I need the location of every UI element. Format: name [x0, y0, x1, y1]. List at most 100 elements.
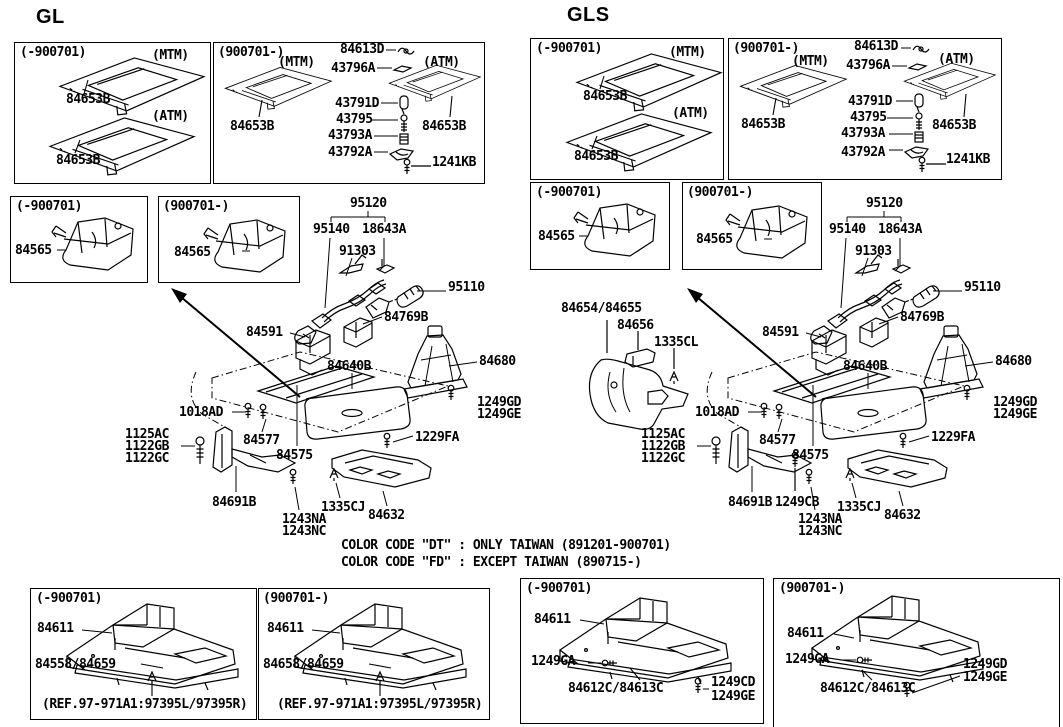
variant-label: (-900701)	[536, 41, 602, 56]
mtm-tag: (MTM)	[152, 48, 189, 63]
gls-section-title: GLS	[567, 4, 610, 26]
mtm-tag: (MTM)	[669, 45, 706, 60]
part-label: 84653B	[583, 89, 627, 104]
part-label: 1249GE	[477, 407, 521, 422]
gl-console-early-box	[30, 588, 257, 720]
part-label: 18643A	[878, 222, 922, 237]
gl-cover-late-box	[213, 42, 485, 184]
part-label: 43795	[336, 112, 373, 127]
part-label: 84591	[246, 325, 283, 340]
part-label: 1241KB	[946, 152, 990, 167]
part-label: 43795	[850, 110, 887, 125]
gl-tray-early-box	[10, 196, 148, 283]
part-label: 1249GA	[531, 654, 575, 669]
part-label: 1125AC	[641, 427, 685, 442]
part-label: 84653B	[66, 92, 110, 107]
part-label: 84611	[534, 612, 571, 627]
part-label: 84653B	[574, 149, 618, 164]
part-label: 84565	[696, 232, 733, 247]
part-label: 84611	[787, 626, 824, 641]
atm-tag: (ATM)	[152, 109, 189, 124]
part-label: 1249GE	[711, 689, 755, 704]
part-label: 1125AC	[125, 427, 169, 442]
part-label: 84575	[276, 448, 313, 463]
part-label: 1243NA	[798, 512, 842, 527]
part-label: 43791D	[848, 94, 892, 109]
part-label: 1018AD	[179, 405, 223, 420]
part-label: 1229FA	[931, 430, 975, 445]
part-label: 43793A	[841, 126, 885, 141]
part-label: 84632	[884, 508, 921, 523]
part-label: 84632	[368, 508, 405, 523]
part-label: 84769B	[900, 310, 944, 325]
gl-cover-early-box	[14, 42, 211, 184]
part-label: 84612C/84613C	[568, 681, 664, 696]
part-label: 1122GC	[641, 451, 685, 466]
part-label: 84565	[15, 243, 52, 258]
part-label: 43792A	[328, 145, 372, 160]
part-label: 84653B	[932, 118, 976, 133]
part-label: 84653B	[230, 119, 274, 134]
part-label: 1249CB	[775, 495, 819, 510]
part-label: 84613D	[340, 42, 384, 57]
part-label: 84691B	[728, 495, 772, 510]
part-label: 43796A	[846, 58, 890, 73]
variant-label: (900701-)	[687, 185, 753, 200]
part-label: 43793A	[328, 128, 372, 143]
part-label: 1122GB	[641, 439, 685, 454]
gls-tray-early-box	[530, 182, 670, 270]
part-label: 1249GE	[963, 670, 1007, 685]
part-label: 84575	[792, 448, 829, 463]
gl-tray-late-box	[158, 196, 300, 283]
ref-label: (REF.97-971A1:97395L/97395R)	[42, 697, 248, 712]
gl-section-title: GL	[36, 6, 65, 28]
part-label: 1335CJ	[837, 500, 881, 515]
part-label: 84769B	[384, 310, 428, 325]
variant-label: (-900701)	[36, 591, 102, 606]
part-label: 84680	[995, 354, 1032, 369]
part-label: 18643A	[362, 222, 406, 237]
part-label: 84658/84659	[263, 657, 344, 672]
variant-label: (-900701)	[16, 199, 82, 214]
part-label: 1018AD	[695, 405, 739, 420]
part-label: 84656	[617, 318, 654, 333]
part-label: 1243NC	[282, 524, 326, 539]
part-label: 91303	[339, 244, 376, 259]
gls-cover-late-box	[728, 38, 1002, 180]
part-label: 84654/84655	[561, 301, 642, 316]
variant-label: (900701-)	[163, 199, 229, 214]
part-label: 1249GD	[477, 395, 521, 410]
variant-label: (900701-)	[218, 45, 284, 60]
mtm-tag: (MTM)	[792, 54, 829, 69]
gls-cover-early-box	[530, 38, 724, 180]
part-label: 84591	[762, 325, 799, 340]
part-label: 95110	[448, 280, 485, 295]
part-label: 43791D	[335, 96, 379, 111]
variant-label: (-900701)	[20, 45, 86, 60]
variant-label: (900701-)	[733, 41, 799, 56]
part-label: 91303	[855, 244, 892, 259]
part-label: 84653B	[422, 119, 466, 134]
part-label: 84653B	[741, 117, 785, 132]
part-label: 1122GB	[125, 439, 169, 454]
part-label: 1249GA	[785, 652, 829, 667]
part-label: 1249CD	[711, 675, 755, 690]
gls-console-late-box	[773, 578, 1060, 727]
part-label: 1229FA	[415, 430, 459, 445]
variant-label: (-900701)	[526, 581, 592, 596]
part-label: 43796A	[331, 61, 375, 76]
part-label: 1243NA	[282, 512, 326, 527]
part-label: 84680	[479, 354, 516, 369]
part-label: 95110	[964, 280, 1001, 295]
part-label: 84613D	[854, 39, 898, 54]
color-code-note-2: COLOR CODE "FD" : EXCEPT TAIWAN (890715-…	[341, 555, 642, 570]
variant-label: (-900701)	[536, 185, 602, 200]
part-label: 84558/84659	[35, 657, 116, 672]
part-label: 1241KB	[432, 155, 476, 170]
part-label: 1335CL	[654, 335, 698, 350]
part-label: 1249GE	[993, 407, 1037, 422]
part-label: 84565	[174, 245, 211, 260]
atm-tag: (ATM)	[423, 55, 460, 70]
